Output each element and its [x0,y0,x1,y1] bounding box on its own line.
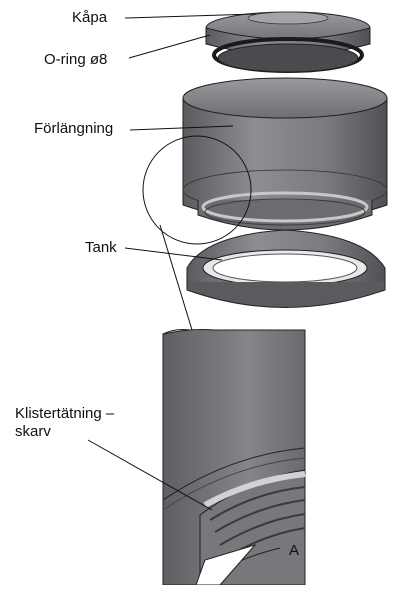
label-o-ring: O-ring ø8 [44,51,108,68]
label-kapa: Kåpa [72,9,108,26]
label-detail-a: A [289,542,300,559]
label-forlangning: Förlängning [34,120,114,137]
leader-tank [124,247,223,261]
leader-forlangning [129,125,234,131]
o-ring-part [212,37,364,73]
label-tank: Tank [85,239,117,256]
extension-part [182,77,388,231]
detail-view-a [162,329,306,586]
detail-circle [142,135,252,245]
label-klistertatning: Klistertätning – skarv [15,405,115,440]
leader-oring [128,34,211,59]
detail-connector-line [159,224,193,331]
tank-part [186,229,386,308]
leader-klistertatning [87,439,213,511]
leader-kapa [124,13,256,19]
